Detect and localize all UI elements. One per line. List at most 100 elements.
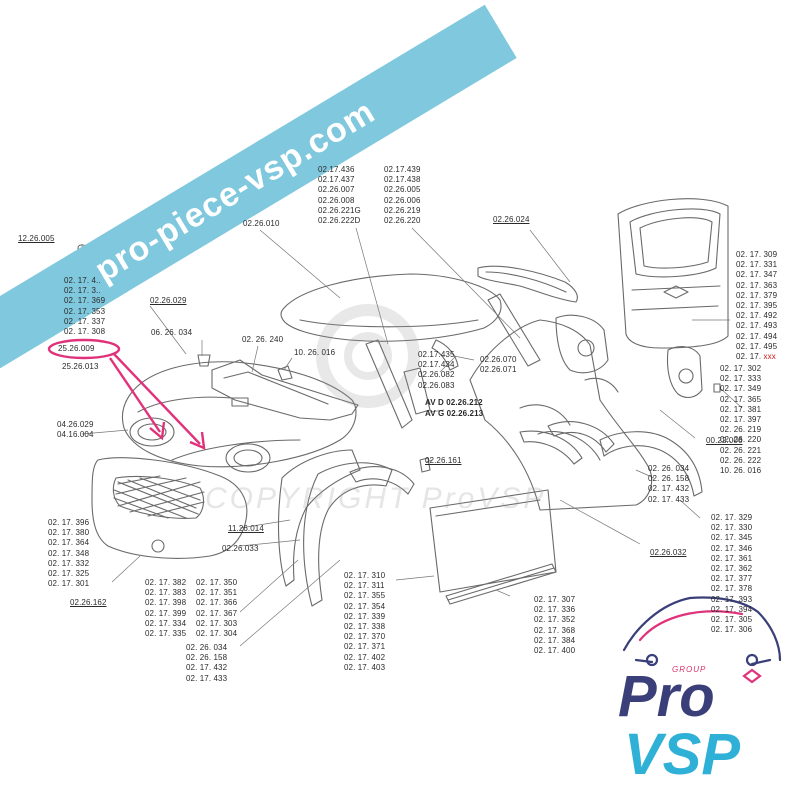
part-number-xxx: xxx bbox=[761, 352, 776, 362]
part-number: 02. 17. 397 bbox=[720, 415, 762, 425]
part-number: 02. 17. 352 bbox=[534, 615, 576, 625]
part-number: 02. 17. 3.. bbox=[64, 286, 101, 296]
part-number: 02.26.082 bbox=[418, 370, 455, 380]
part-number: 02. 17. 354 bbox=[344, 601, 386, 611]
part-number: 02. 17. 400 bbox=[534, 646, 576, 656]
rear-bumper-part bbox=[547, 421, 703, 497]
part-number: 02. 17. 377 bbox=[711, 574, 753, 584]
label-25-26-013: 25.26.013 bbox=[62, 362, 99, 371]
part-number: 02. 17. 365 bbox=[720, 394, 762, 404]
pillar-part bbox=[365, 293, 541, 429]
part-number: 02.26.083 bbox=[418, 380, 455, 390]
label-av-d: AV D 02.26.212 bbox=[425, 398, 483, 407]
tail-light-part bbox=[555, 314, 703, 399]
label-02-26-032: 02.26.032 bbox=[650, 548, 687, 557]
part-number: 02. 17. 378 bbox=[711, 584, 753, 594]
part-number: 02. 17. 330 bbox=[711, 523, 753, 533]
part-number: 02. 17. 382 bbox=[145, 578, 187, 587]
label-06-26-034: 06. 26. 034 bbox=[151, 328, 193, 337]
part-number: 02. 17. 380 bbox=[48, 528, 90, 538]
part-number: 02. 17. 302 bbox=[720, 364, 762, 373]
label-02-26-029: 02.26.029 bbox=[150, 296, 187, 305]
logo-group-text: GROUP bbox=[672, 665, 707, 674]
part-number: 02. 17. 361 bbox=[711, 553, 753, 563]
copyright-watermark: COPYRIGHT ProVSP bbox=[205, 482, 547, 515]
part-number: 02.17.438 bbox=[384, 175, 421, 185]
sill-part bbox=[445, 563, 557, 605]
cowl-panel-part bbox=[211, 359, 359, 421]
part-number: 02.26.007 bbox=[318, 185, 355, 195]
label-04-26-029: 04.26.029 bbox=[57, 420, 94, 429]
part-number: 02. 17. 494 bbox=[736, 331, 778, 341]
part-number: 02. 17. 394 bbox=[711, 604, 753, 614]
part-number: 02. 17. 393 bbox=[711, 594, 753, 604]
part-number: 02. 26. 220 bbox=[720, 435, 762, 445]
part-number: 02. 17. 325 bbox=[48, 569, 90, 579]
part-number: 02. 17. 329 bbox=[711, 513, 753, 522]
part-number: 02. 26. 219 bbox=[720, 425, 762, 435]
part-number: 02. 17. 310 bbox=[344, 571, 386, 580]
part-number: 02. 26. 221 bbox=[720, 445, 762, 455]
part-number: 02. 17. 364 bbox=[48, 538, 90, 548]
label-00-22-006: 00.22.006 bbox=[706, 436, 743, 445]
label-02-26-010: 02.26.010 bbox=[243, 219, 280, 228]
part-number: 02. 17. 307 bbox=[534, 595, 576, 604]
part-number: 02.26.008 bbox=[318, 195, 355, 205]
part-number: 02. 17. 336 bbox=[534, 605, 576, 615]
small-parts bbox=[77, 244, 721, 473]
part-number: 02. 17. 353 bbox=[64, 306, 106, 316]
part-number: 02. 17. 433 bbox=[186, 673, 228, 683]
logo-vsp-text: VSP bbox=[624, 722, 741, 787]
label-av-g: AV G 02.26.213 bbox=[425, 409, 484, 418]
part-number: 02. 17. 350 bbox=[196, 578, 238, 587]
part-number: 02. 17. 304 bbox=[196, 629, 238, 639]
part-number: 02.26.221G bbox=[318, 205, 361, 215]
part-number: 02. 17. 334 bbox=[145, 618, 187, 628]
part-number: 02. 17. 301 bbox=[48, 579, 90, 589]
part-number: 02. 17. 371 bbox=[344, 642, 386, 652]
part-number: 02. 26. 222 bbox=[720, 455, 762, 465]
part-number: 02.17.437 bbox=[318, 175, 355, 185]
part-number: 02. 17. 349 bbox=[720, 384, 762, 394]
part-number: 02. 26. 158 bbox=[186, 653, 228, 663]
part-number: 02. 17. 338 bbox=[344, 622, 386, 632]
label-12-26-005: 12.26.005 bbox=[18, 234, 55, 243]
part-number: 02. 17. 345 bbox=[711, 533, 753, 543]
rear-spoiler-part bbox=[477, 265, 578, 303]
part-number: 02.26.220 bbox=[384, 216, 421, 226]
part-number: 02. 17. 432 bbox=[186, 663, 228, 673]
label-10-26-016: 10. 26. 016 bbox=[294, 348, 336, 357]
part-number: 02. 17. 335 bbox=[145, 629, 187, 639]
part-number: 02. 17. 381 bbox=[720, 404, 762, 414]
label-11-26-014: 11.26.014 bbox=[228, 524, 264, 533]
part-number: 02. 17. 403 bbox=[344, 662, 386, 672]
part-number: 02. 17. 333 bbox=[720, 374, 762, 384]
part-number: 02. 17. 337 bbox=[64, 316, 106, 326]
label-04-16-004: 04.16.004 bbox=[57, 430, 94, 439]
label-02-26-162: 02.26.162 bbox=[70, 598, 107, 607]
part-number: 02. 17. 395 bbox=[736, 301, 778, 311]
part-number: 02. 17. 379 bbox=[736, 290, 778, 300]
part-number: 02. 17. 332 bbox=[48, 558, 90, 568]
part-number: 02. 17. 384 bbox=[534, 635, 576, 645]
part-number: 10. 26. 016 bbox=[720, 466, 762, 476]
part-number: 02. 17. 492 bbox=[736, 311, 778, 321]
part-number: 02. 17. 493 bbox=[736, 321, 778, 331]
part-number: 02. 17. xxx bbox=[736, 352, 776, 362]
roof-part bbox=[280, 273, 502, 342]
label-02-26-240: 02. 26. 240 bbox=[242, 335, 284, 344]
part-number: 02. 17. 367 bbox=[196, 608, 238, 618]
part-number: 02. 17. 362 bbox=[711, 564, 753, 574]
part-number: 02. 17. 433 bbox=[648, 494, 690, 504]
